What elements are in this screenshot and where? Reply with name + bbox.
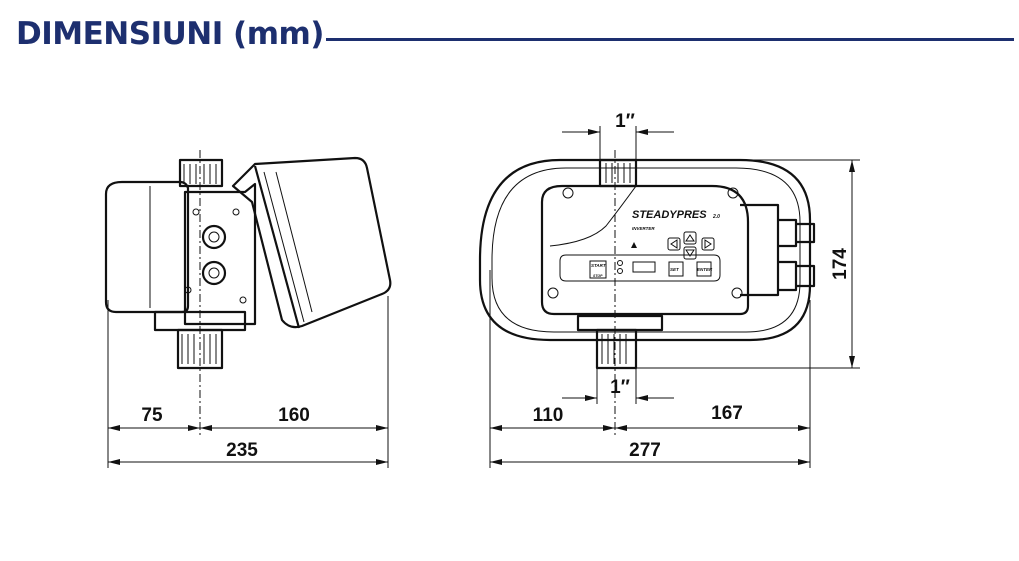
version-label: 2.0	[712, 214, 720, 220]
dim-side-left: 75	[141, 405, 163, 426]
dim-side-total: 235	[226, 440, 258, 461]
page-title: DIMENSIUNI (mm)	[16, 16, 324, 52]
dim-height: 174	[830, 248, 851, 280]
model-label: INVERTER	[632, 226, 655, 231]
dim-front-left: 110	[533, 405, 564, 426]
enter-button: ENTER	[697, 267, 713, 272]
title-rule	[326, 38, 1014, 41]
set-button: SET	[670, 267, 680, 272]
brand-label: STEADYPRES	[632, 209, 707, 221]
side-view	[104, 150, 392, 468]
dim-top-thread: 1″	[615, 111, 635, 132]
dim-front-total: 277	[629, 440, 661, 461]
dim-bottom-thread: 1″	[610, 377, 630, 398]
stop-label: STOP	[593, 274, 603, 278]
dim-front-right: 167	[711, 403, 743, 424]
start-button: START	[591, 263, 607, 268]
dim-side-right: 160	[278, 405, 310, 426]
front-view	[478, 126, 860, 468]
